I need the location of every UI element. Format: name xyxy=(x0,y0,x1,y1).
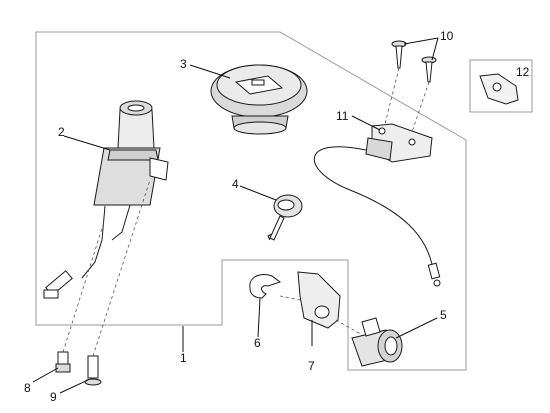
saddle-lock-cylinder-part xyxy=(351,317,403,367)
screw-part xyxy=(55,221,105,373)
gasket-box xyxy=(469,59,533,113)
fuel-cap-part xyxy=(210,64,308,135)
callout-2: 2 xyxy=(58,125,65,139)
seat-lock-release-part xyxy=(313,123,441,287)
lock-clip-part xyxy=(249,274,282,299)
callout-3: 3 xyxy=(180,57,187,71)
callout-7: 7 xyxy=(308,359,315,373)
lock-bracket-part xyxy=(279,271,365,337)
bolt-part xyxy=(84,179,151,386)
callout-1: 1 xyxy=(180,351,187,365)
callout-4: 4 xyxy=(232,177,239,191)
main-group-frame xyxy=(35,31,467,371)
callout-5: 5 xyxy=(440,308,447,322)
callout-12: 12 xyxy=(516,65,530,79)
callout-8: 8 xyxy=(24,381,31,395)
callout-10: 10 xyxy=(440,29,454,43)
callout-11: 11 xyxy=(336,109,349,123)
callout-6: 6 xyxy=(254,336,261,350)
leader-lines xyxy=(32,37,439,394)
callout-9: 9 xyxy=(50,390,57,404)
key-part xyxy=(267,194,303,241)
screws-part xyxy=(383,40,437,133)
ignition-switch-part xyxy=(43,100,169,299)
